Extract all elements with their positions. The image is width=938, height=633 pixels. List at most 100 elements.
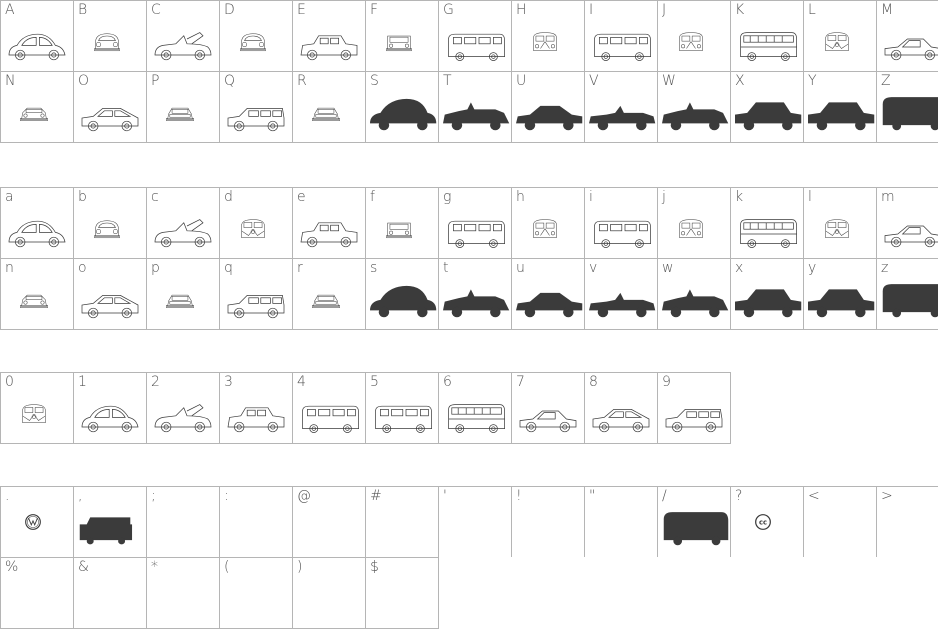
- glyph-cell: ": [584, 486, 657, 557]
- glyph-key-label: U: [516, 73, 527, 89]
- glyph-cell: *: [146, 557, 219, 629]
- glyph-cell: !: [511, 486, 584, 557]
- glyph-cell: ,: [73, 486, 146, 557]
- glyph-key-label: u: [516, 260, 525, 276]
- glyph-cell: l: [803, 187, 876, 258]
- glyph-cell: S: [365, 71, 438, 143]
- glyph-cell: J: [657, 0, 730, 71]
- glyph-cell: (: [219, 557, 292, 629]
- glyph-key-label: s: [370, 260, 378, 276]
- glyph-key-label: !: [516, 488, 522, 504]
- glyph-key-label: 2: [151, 374, 160, 390]
- glyph-cell: g: [438, 187, 511, 258]
- glyph-cell: o: [73, 258, 146, 330]
- camper-silhouette-icon: [74, 487, 146, 557]
- glyph-key-label: ": [589, 488, 596, 504]
- glyph-key-label: 9: [662, 374, 671, 390]
- glyph-key-label: &: [78, 559, 89, 575]
- glyph-cell: 7: [511, 372, 584, 444]
- glyph-key-label: A: [5, 2, 15, 18]
- glyph-key-label: F: [370, 2, 379, 18]
- glyph-key-label: 1: [78, 374, 87, 390]
- glyph-key-label: 0: [5, 374, 14, 390]
- glyph-cell: z: [876, 258, 938, 330]
- glyph-cell: C: [146, 0, 219, 71]
- glyph-cell: Q: [219, 71, 292, 143]
- glyph-cell: h: [511, 187, 584, 258]
- glyph-row: A B C D E F G H I J K L M: [0, 0, 938, 71]
- glyph-cell: N: [0, 71, 73, 143]
- glyph-cell: 5: [365, 372, 438, 444]
- section-uppercase: A B C D E F G H I J K L M N O P Q R S T …: [0, 0, 938, 143]
- glyph-cell: w: [657, 258, 730, 330]
- glyph-cell: 4: [292, 372, 365, 444]
- glyph-key-label: i: [589, 189, 593, 205]
- glyph-cell: Y: [803, 71, 876, 143]
- glyph-key-label: Q: [224, 73, 236, 89]
- glyph-key-label: k: [735, 189, 744, 205]
- glyph-key-label: $: [370, 559, 379, 575]
- glyph-cell: 6: [438, 372, 511, 444]
- glyph-key-label: R: [297, 73, 307, 89]
- glyph-key-label: 4: [297, 374, 306, 390]
- glyph-key-label: I: [589, 2, 594, 18]
- glyph-key-label: b: [78, 189, 87, 205]
- glyph-key-label: 7: [516, 374, 525, 390]
- glyph-cell: r: [292, 258, 365, 330]
- glyph-key-label: l: [808, 189, 812, 205]
- glyph-key-label: D: [224, 2, 235, 18]
- glyph-key-label: N: [5, 73, 16, 89]
- glyph-cell: %: [0, 557, 73, 629]
- glyph-key-label: .: [5, 488, 10, 504]
- glyph-key-label: x: [735, 260, 744, 276]
- glyph-key-label: :: [224, 488, 229, 504]
- glyph-cell: n: [0, 258, 73, 330]
- glyph-key-label: J: [662, 2, 667, 18]
- glyph-key-label: >: [881, 488, 893, 504]
- glyph-cell: F: [365, 0, 438, 71]
- glyph-key-label: a: [5, 189, 14, 205]
- wagon-front-icon: [293, 259, 365, 329]
- glyph-row: 0 1 2 3 4 5 6 7 8 9: [0, 372, 731, 444]
- glyph-cell: 9: [657, 372, 731, 444]
- glyph-key-label: ;: [151, 488, 156, 504]
- glyph-key-label: V: [589, 73, 599, 89]
- glyph-key-label: M: [881, 2, 894, 18]
- glyph-key-label: #: [370, 488, 382, 504]
- glyph-cell: >: [876, 486, 938, 557]
- glyph-cell: c: [146, 187, 219, 258]
- glyph-key-label: t: [443, 260, 449, 276]
- glyph-cell: E: [292, 0, 365, 71]
- glyph-cell: k: [730, 187, 803, 258]
- glyph-row: . , ;:@#'!"/ ? cc<>: [0, 486, 938, 557]
- glyph-cell: x: [730, 258, 803, 330]
- glyph-key-label: O: [78, 73, 90, 89]
- glyph-key-label: K: [735, 2, 745, 18]
- glyph-key-label: f: [370, 189, 375, 205]
- glyph-key-label: ?: [735, 488, 743, 504]
- glyph-key-label: 6: [443, 374, 452, 390]
- glyph-cell: G: [438, 0, 511, 71]
- glyph-cell: /: [657, 486, 730, 557]
- glyph-key-label: y: [808, 260, 817, 276]
- glyph-cell: s: [365, 258, 438, 330]
- glyph-cell: j: [657, 187, 730, 258]
- glyph-key-label: %: [5, 559, 19, 575]
- glyph-cell: X: [730, 71, 803, 143]
- glyph-key-label: ): [297, 559, 303, 575]
- glyph-cell: y: [803, 258, 876, 330]
- glyph-key-label: g: [443, 189, 452, 205]
- glyph-cell: q: [219, 258, 292, 330]
- glyph-key-label: r: [297, 260, 303, 276]
- glyph-cell: O: [73, 71, 146, 143]
- bus-split-front-icon: [804, 188, 876, 258]
- glyph-key-label: W: [662, 73, 676, 89]
- glyph-cell: e: [292, 187, 365, 258]
- glyph-cell: U: [511, 71, 584, 143]
- glyph-key-label: <: [808, 488, 820, 504]
- glyph-cell: R: [292, 71, 365, 143]
- glyph-row: n o p q r s t u v w x y z: [0, 258, 938, 330]
- bus-front-icon: [658, 188, 730, 258]
- glyph-key-label: d: [224, 189, 233, 205]
- glyph-cell: i: [584, 187, 657, 258]
